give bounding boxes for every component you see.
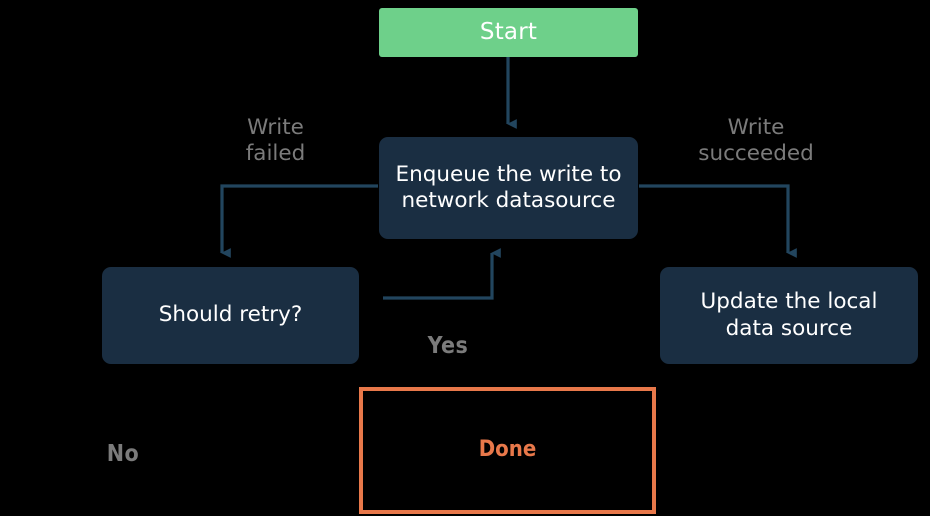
edge-label-no: No <box>106 441 140 467</box>
node-start[interactable]: Start <box>379 8 638 57</box>
edge-label-write-failed: Write failed <box>245 115 306 167</box>
node-done[interactable]: Done <box>359 387 656 514</box>
edge-enqueue-to-update-local <box>639 184 797 258</box>
node-enqueue-write[interactable]: Enqueue the write to network datasource <box>379 137 638 239</box>
edge-should-retry-to-enqueue <box>383 248 501 300</box>
node-should-retry[interactable]: Should retry? <box>102 267 359 364</box>
edge-label-yes: Yes <box>427 333 469 359</box>
node-update-local-data-source[interactable]: Update the local data source <box>660 267 918 364</box>
edge-label-write-succeeded: Write succeeded <box>698 115 814 167</box>
edge-enqueue-to-should-retry <box>220 184 378 258</box>
